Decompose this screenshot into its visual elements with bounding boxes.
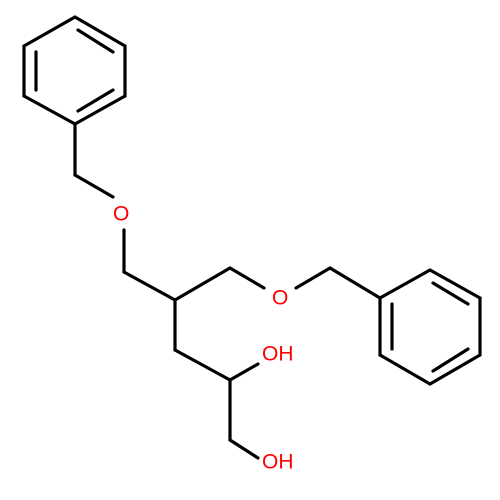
- oxygen-ether-lower: O: [272, 287, 288, 310]
- benzene-ring-lower: [378, 268, 482, 386]
- upper-benzyloxy-chain: [73, 122, 177, 302]
- hydroxyl-upper: OH: [262, 343, 294, 366]
- hydroxyl-lower: OH: [262, 451, 294, 474]
- benzene-ring-upper: [22, 15, 127, 126]
- carbon-backbone: [173, 266, 266, 460]
- atom-labels: O O OH OH: [113, 203, 294, 474]
- oxygen-ether-upper: O: [113, 203, 129, 226]
- lower-benzyloxy-chain: [294, 266, 382, 300]
